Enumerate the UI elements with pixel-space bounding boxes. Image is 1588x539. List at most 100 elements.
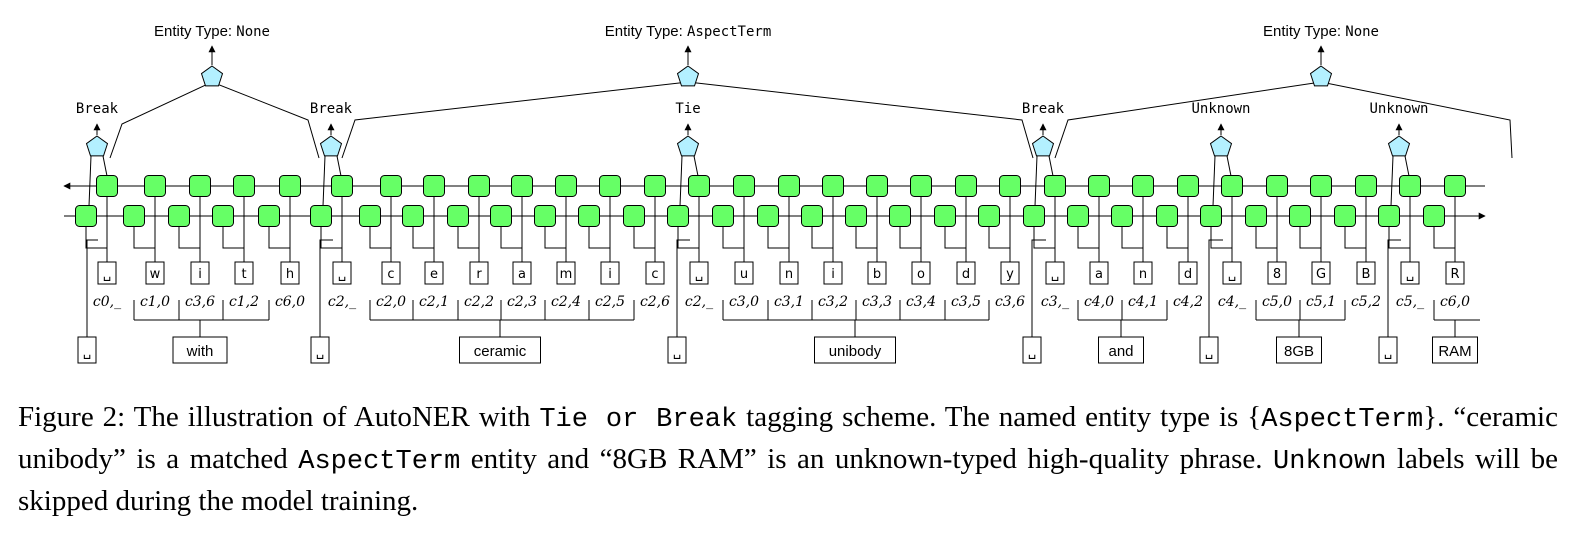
space-token-glyph: ␣ <box>83 345 91 360</box>
space-token-box <box>1199 336 1219 364</box>
char-box <box>689 261 709 285</box>
char-to-forward-cell-line <box>1299 226 1322 262</box>
char-subscript: c3,6 <box>995 294 1025 310</box>
char-subscript: c4,0 <box>1084 294 1114 310</box>
char-to-forward-cell-line <box>855 226 878 262</box>
char-box <box>867 261 887 285</box>
word-label: and <box>1108 343 1133 360</box>
backward-lstm-cell <box>1266 175 1288 197</box>
char-glyph: b <box>873 267 881 282</box>
caption-code-2: AspectTerm <box>1261 405 1424 435</box>
tag-to-forward-line <box>88 155 92 207</box>
char-to-forward-cell-line <box>369 226 392 262</box>
char-subscript: c4,1 <box>1128 294 1158 310</box>
backward-lstm-cell <box>233 175 255 197</box>
char-to-forward-cell-line <box>412 226 435 262</box>
entity-type-node <box>200 65 224 87</box>
entity-type-node <box>676 65 700 87</box>
char-subscript: c3,5 <box>951 294 981 310</box>
forward-lstm-cell <box>359 205 381 227</box>
backward-lstm-cell <box>999 175 1021 197</box>
char-to-forward-cell-line <box>1210 226 1233 262</box>
forward-lstm-cell <box>845 205 867 227</box>
char-to-forward-cell-line <box>944 226 967 262</box>
backward-lstm-cell <box>1355 175 1377 197</box>
backward-lstm-cell <box>599 175 621 197</box>
char-box <box>779 261 799 285</box>
char-box <box>734 261 754 285</box>
char-glyph: a <box>1095 267 1103 282</box>
char-box <box>1045 261 1065 285</box>
space-to-lstm-line <box>1387 239 1401 337</box>
space-token-glyph: ␣ <box>1028 345 1036 360</box>
char-to-forward-cell-line <box>1077 226 1100 262</box>
char-to-forward-cell-line <box>988 226 1011 262</box>
forward-lstm-cell <box>1111 205 1133 227</box>
char-glyph: n <box>785 267 793 282</box>
char-subscript: c2,_ <box>328 294 356 310</box>
char-subscript: c3,4 <box>906 294 936 310</box>
backward-lstm-cell <box>1132 175 1154 197</box>
tag-node <box>1387 135 1411 157</box>
space-to-lstm-line <box>319 239 333 337</box>
char-to-forward-cell-line <box>1433 226 1456 262</box>
backward-lstm-cell <box>1221 175 1243 197</box>
char-to-forward-cell-line <box>133 226 156 262</box>
char-to-forward-cell-line <box>85 226 108 262</box>
forward-lstm-cell <box>1200 205 1222 227</box>
char-box <box>190 261 210 285</box>
char-glyph: c <box>387 267 394 282</box>
char-to-forward-cell-line <box>544 226 567 262</box>
caption-code-1: Tie or Break <box>539 405 738 435</box>
forward-lstm-cell <box>1378 205 1400 227</box>
char-to-forward-cell-line <box>268 226 291 262</box>
char-glyph: o <box>917 267 925 282</box>
char-subscript: c1,0 <box>140 294 170 310</box>
backward-lstm-cell <box>733 175 755 197</box>
char-box <box>1222 261 1242 285</box>
backward-lstm-cell <box>1177 175 1199 197</box>
char-glyph: ␣ <box>1051 267 1059 282</box>
tag-to-forward-line <box>1390 155 1394 207</box>
char-box <box>280 261 300 285</box>
forward-lstm-cell <box>168 205 190 227</box>
forward-lstm-cell <box>801 205 823 227</box>
space-token-glyph: ␣ <box>316 345 324 360</box>
forward-lstm-cell <box>667 205 689 227</box>
word-label: unibody <box>829 343 882 360</box>
tag-node <box>1209 135 1233 157</box>
char-glyph: m <box>560 267 573 282</box>
space-token-glyph: ␣ <box>673 345 681 360</box>
char-to-forward-cell-line <box>1255 226 1278 262</box>
char-box <box>469 261 489 285</box>
space-token-box <box>667 336 687 364</box>
entity-type-label: Entity Type: None <box>1263 23 1379 40</box>
char-box <box>512 261 532 285</box>
forward-lstm-cell <box>258 205 280 227</box>
caption-text-5: labels will be skipped during the model … <box>18 443 1558 517</box>
char-box <box>1089 261 1109 285</box>
char-glyph: ␣ <box>1406 267 1414 282</box>
forward-lstm-cell <box>1156 205 1178 227</box>
caption-text-2: tagging scheme. The named entity type is… <box>737 401 1262 433</box>
char-to-forward-cell-line <box>1121 226 1144 262</box>
char-box <box>381 261 401 285</box>
char-box <box>234 261 254 285</box>
char-box <box>424 261 444 285</box>
space-to-lstm-line <box>676 239 690 337</box>
char-glyph: i <box>831 267 835 282</box>
space-to-lstm-line <box>86 239 98 337</box>
char-to-forward-cell-line <box>178 226 201 262</box>
char-subscript: c2,_ <box>685 294 713 310</box>
tag-label: Tie <box>675 101 700 117</box>
caption-text-3: }. “ceramic unibody” is a matched <box>18 401 1558 475</box>
backward-lstm-cell <box>144 175 166 197</box>
char-box <box>556 261 576 285</box>
backward-lstm-cell <box>1044 175 1066 197</box>
char-box <box>1000 261 1020 285</box>
forward-lstm-cell <box>1289 205 1311 227</box>
char-box <box>956 261 976 285</box>
char-subscript: c6,0 <box>1440 294 1470 310</box>
char-box <box>145 261 165 285</box>
char-glyph: R <box>1450 267 1459 282</box>
